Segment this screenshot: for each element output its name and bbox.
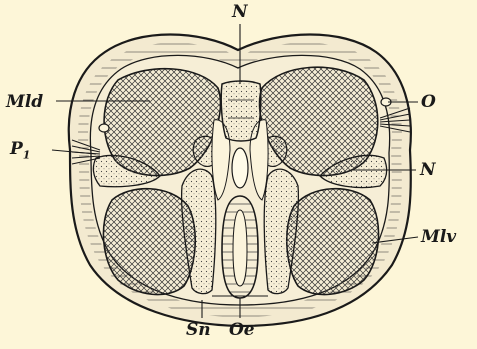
lateral-organ-left: [99, 124, 109, 132]
label-p1: P1: [10, 141, 30, 160]
label-sn: Sn: [186, 322, 211, 339]
muscle-ventral-right: [287, 189, 379, 295]
label-ventral-muscle: Mlv: [421, 229, 456, 246]
nerve-cord-dorsal: [221, 81, 261, 141]
label-p1-main: P: [10, 139, 23, 159]
oesophagus-lumen: [233, 210, 247, 286]
label-oesophagus: Oe: [229, 322, 255, 339]
label-nerve-cord-top: N: [232, 4, 248, 21]
label-organ-o: O: [421, 94, 436, 111]
label-p1-subscript: 1: [23, 148, 31, 161]
label-nerve-right: N: [420, 162, 436, 179]
central-cavity: [232, 148, 248, 188]
label-dorsal-muscle: Mld: [6, 94, 43, 111]
